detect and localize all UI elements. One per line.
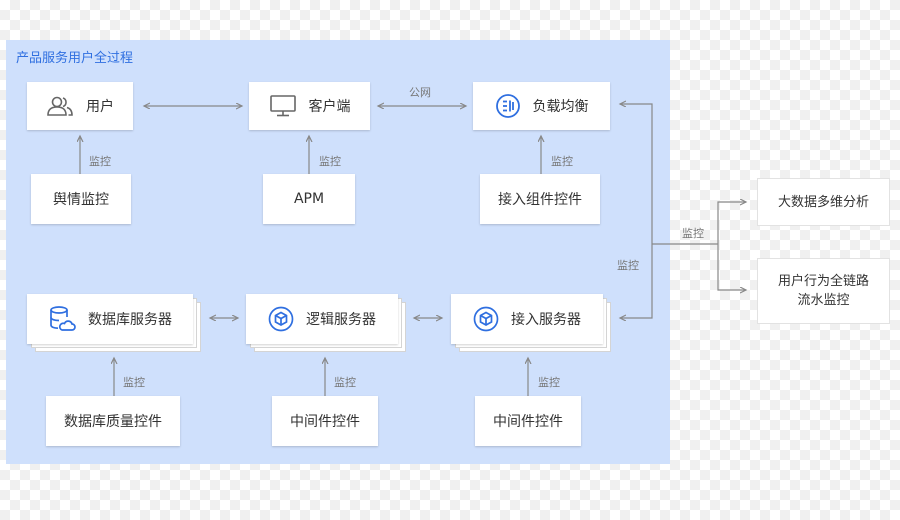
- node-opinion-monitor-label: 舆情监控: [53, 192, 109, 208]
- node-logic-server[interactable]: 逻辑服务器: [246, 294, 398, 344]
- database-cloud-icon: [48, 305, 76, 333]
- node-logic-server-label: 逻辑服务器: [306, 312, 376, 328]
- edge-label-monitor: 监控: [319, 155, 341, 168]
- edge-label-monitor: 监控: [334, 376, 356, 389]
- node-db-server[interactable]: 数据库服务器: [27, 294, 193, 344]
- edge-label-monitor: 监控: [89, 155, 111, 168]
- node-middleware-2-label: 中间件控件: [493, 414, 563, 430]
- edge-side-bracket: [620, 104, 653, 318]
- edge-label-monitor: 监控: [551, 155, 573, 168]
- output-bigdata[interactable]: 大数据多维分析: [757, 178, 890, 226]
- node-user-label: 用户: [86, 99, 114, 115]
- output-trace[interactable]: 用户行为全链路 流水监控: [757, 258, 890, 324]
- cube-icon: [268, 306, 294, 332]
- node-db-quality[interactable]: 数据库质量控件: [46, 396, 180, 446]
- node-access-component-label: 接入组件控件: [498, 192, 582, 208]
- node-user[interactable]: 用户: [27, 82, 133, 130]
- node-load-balancer-label: 负载均衡: [532, 99, 589, 115]
- users-icon: [46, 95, 74, 117]
- output-bigdata-label: 大数据多维分析: [777, 194, 869, 210]
- node-load-balancer[interactable]: 负载均衡: [473, 82, 610, 130]
- node-client-label: 客户端: [308, 99, 351, 115]
- node-apm-label: APM: [293, 191, 325, 207]
- node-access-server-label: 接入服务器: [511, 312, 581, 328]
- node-client[interactable]: 客户端: [249, 82, 370, 130]
- panel-title: 产品服务用户全过程: [16, 51, 134, 66]
- edge-out-split: [717, 202, 746, 290]
- output-trace-line2: 流水监控: [797, 293, 850, 308]
- node-middleware-2[interactable]: 中间件控件: [475, 396, 581, 446]
- edge-label-public-network: 公网: [409, 86, 431, 99]
- cube-icon: [473, 306, 499, 332]
- edge-label-monitor-side: 监控: [617, 259, 639, 272]
- node-db-quality-label: 数据库质量控件: [64, 414, 162, 430]
- monitor-icon: [269, 94, 297, 118]
- edge-label-monitor: 监控: [538, 376, 560, 389]
- edge-label-monitor: 监控: [123, 376, 145, 389]
- load-balancer-icon: [495, 93, 521, 119]
- node-middleware-1-label: 中间件控件: [290, 414, 360, 430]
- output-trace-line1: 用户行为全链路: [777, 274, 869, 289]
- edge-label-monitor-out: 监控: [682, 227, 704, 240]
- node-access-component[interactable]: 接入组件控件: [480, 174, 600, 224]
- node-opinion-monitor[interactable]: 舆情监控: [31, 174, 131, 224]
- node-middleware-1[interactable]: 中间件控件: [272, 396, 378, 446]
- node-access-server[interactable]: 接入服务器: [451, 294, 603, 344]
- node-apm[interactable]: APM: [263, 174, 355, 224]
- node-db-server-label: 数据库服务器: [88, 312, 172, 328]
